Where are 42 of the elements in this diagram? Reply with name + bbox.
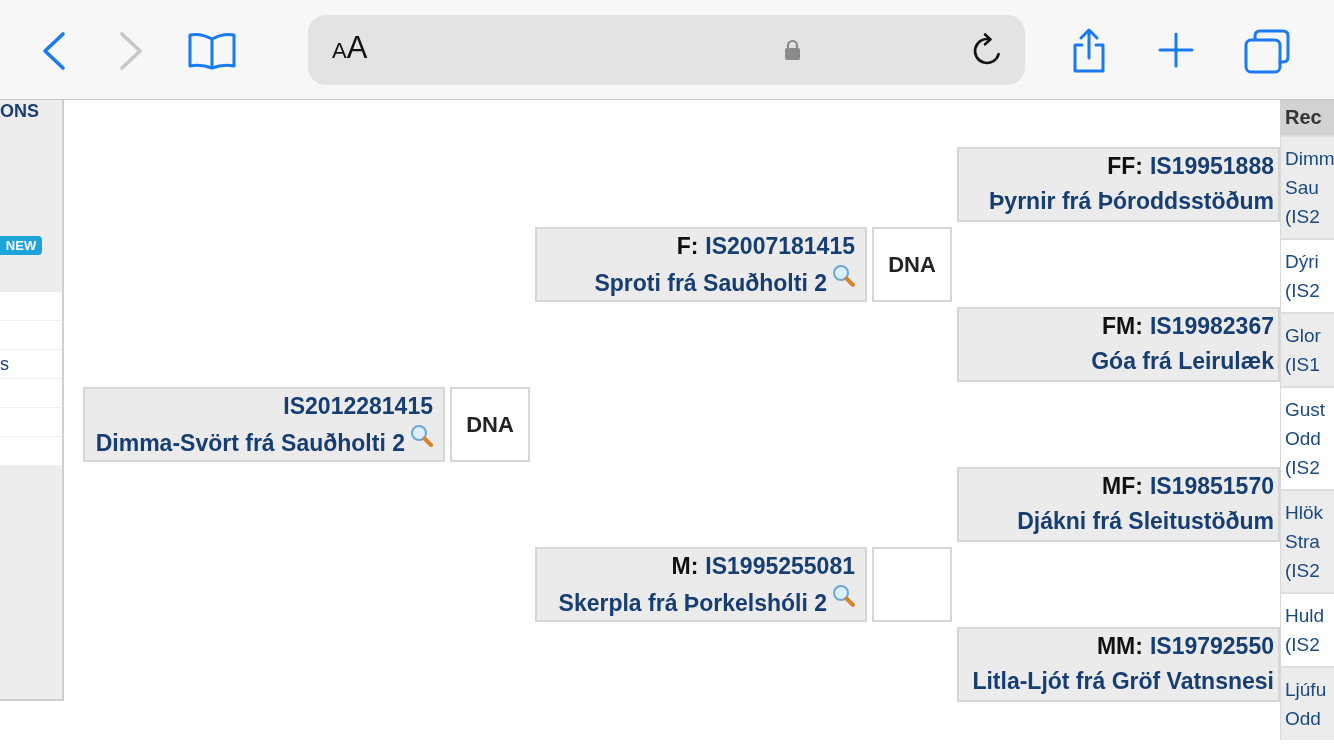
pedigree-entry [83,387,445,462]
pedigree-entry [957,627,1280,702]
list-item: Huld (IS2 [1280,592,1334,666]
list-item: Dimm Sau (IS2 [1280,135,1334,238]
pedigree-entry [535,227,867,302]
list-header: Rec [1280,100,1334,135]
horse-name-link: Sproti frá Sauðholti 2 [594,270,827,296]
horse-name-link: Þyrnir frá Þóroddsstöðum [989,188,1274,214]
registration-number-link: IS19792550 [1149,633,1274,659]
list-item: Glor (IS1 [1280,312,1334,386]
relation-label: MM: [1096,633,1143,659]
relation-label: FF: [1107,153,1143,179]
pedigree-entry [957,307,1280,382]
new-badge: NEW [0,236,42,255]
registration-number-link: IS1995255081 [705,553,855,579]
menu-item: s [0,350,62,379]
relation-label: M: [671,553,699,579]
list-item: Hlök Stra (IS2 [1280,489,1334,592]
empty-box [872,547,952,622]
dna-indicator: DNA [872,227,952,302]
dna-indicator: DNA [450,387,530,462]
horse-name-link: Djákni frá Sleitustöðum [1017,508,1274,534]
relation-label: MF: [1102,473,1143,499]
pedigree-entry [535,547,867,622]
list-item: Dýri (IS2 [1280,238,1334,312]
horse-name-link: Litla-Ljót frá Gröf Vatnsnesi [972,668,1274,694]
text-size-label: AA [332,29,368,67]
list-item: Ljúfu Odd [1280,666,1334,740]
registration-number-link: IS19982367 [1149,313,1274,339]
registration-number-link: IS2007181415 [705,233,855,259]
relation-label: F: [676,233,699,259]
horse-name-link: Skerpla frá Þorkelshóli 2 [558,590,827,616]
registration-number-link: IS19851570 [1149,473,1274,499]
relation-label: FM: [1102,313,1143,339]
horse-name-link: Góa frá Leirulæk [1091,348,1274,374]
pedigree-entry [957,467,1280,542]
pedigree-entry [957,147,1280,222]
list-item: Gust Odd (IS2 [1280,386,1334,489]
registration-number-link: IS19951888 [1149,153,1274,179]
registration-number-link: IS2012281415 [283,393,433,419]
horse-name-link: Dimma-Svört frá Sauðholti 2 [95,430,405,456]
menu-heading: ONS [0,101,39,121]
